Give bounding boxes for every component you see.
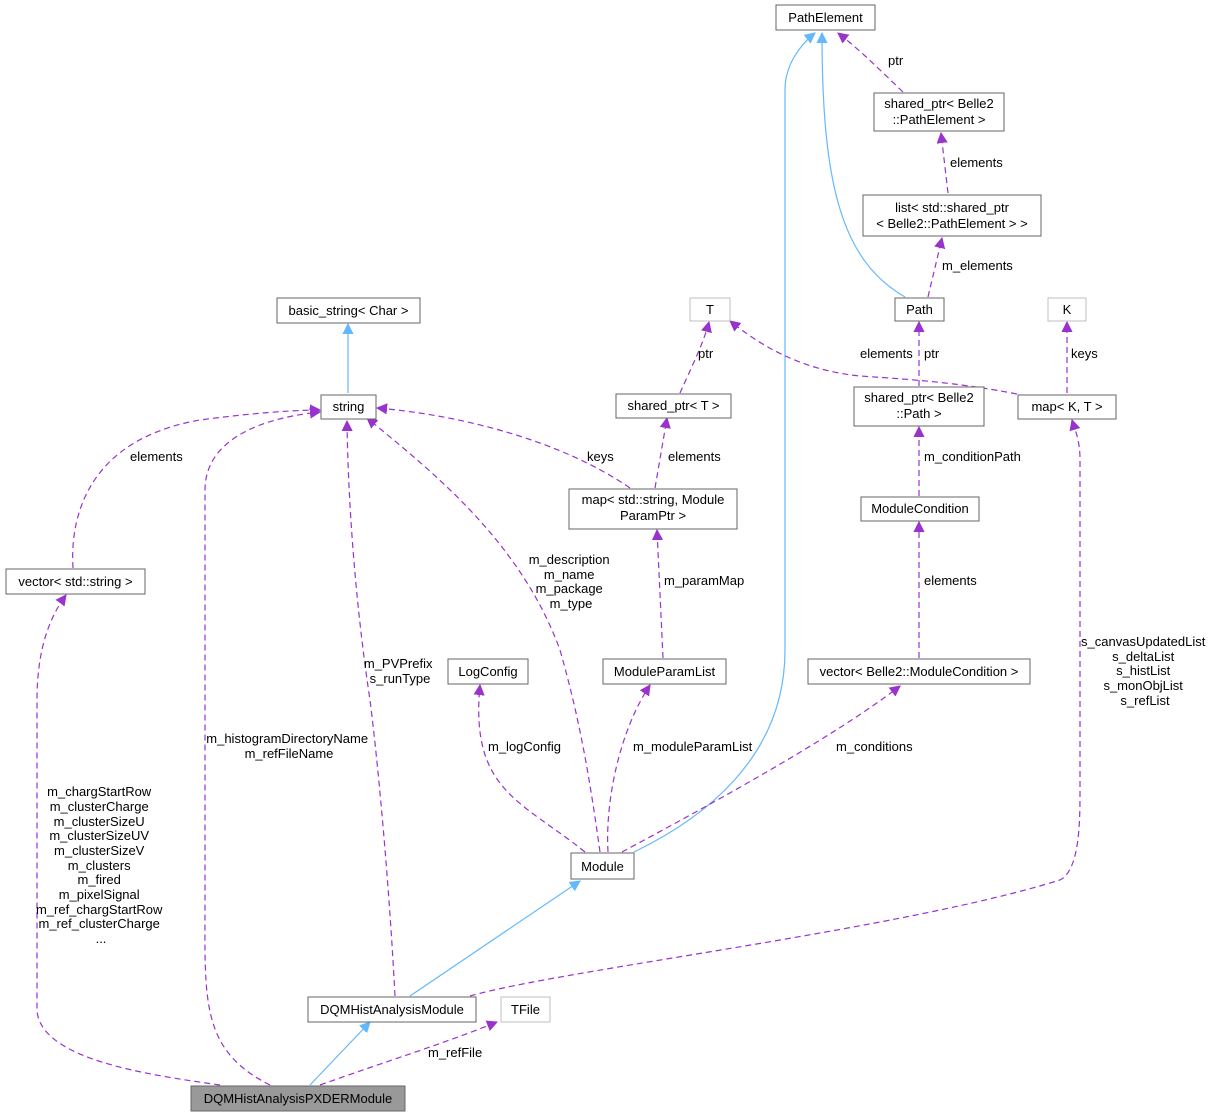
edge-dqm-to-module [409, 881, 580, 997]
svg-text:shared_ptr< Belle2::PathElemen: shared_ptr< Belle2::PathElement > [884, 96, 994, 127]
svg-text:string: string [333, 399, 365, 414]
edge-label-m-module-param-list: m_moduleParamList [633, 739, 753, 754]
edge-label-ptr-t: ptr [698, 346, 714, 361]
edge-module-to-path-element [633, 33, 815, 853]
svg-text:vector< Belle2::ModuleConditio: vector< Belle2::ModuleCondition > [820, 664, 1019, 679]
edge-map-string-to-string [377, 408, 631, 489]
class-node-vector-module-condition[interactable]: vector< Belle2::ModuleCondition > [807, 658, 1031, 685]
edge-label-m-log-config: m_logConfig [488, 739, 561, 754]
class-node-shared-ptr-path[interactable]: shared_ptr< Belle2::Path > [853, 386, 985, 427]
svg-text:basic_string< Char >: basic_string< Char > [289, 303, 409, 318]
edge-label-ptr-path-element: ptr [888, 53, 904, 68]
edge-label-module-strings: m_description m_name m_package m_type [529, 552, 614, 611]
edge-label-elements-module-condition: elements [924, 573, 977, 588]
edge-label-ptr-path: ptr [924, 346, 940, 361]
edge-label-keys-k: keys [1071, 346, 1098, 361]
class-node-vector-string[interactable]: vector< std::string > [5, 568, 146, 595]
edge-path-to-list [927, 238, 942, 298]
edge-layer [36, 33, 1081, 1086]
svg-text:ModuleParamList: ModuleParamList [614, 664, 716, 679]
class-node-module[interactable]: Module [570, 852, 635, 880]
edge-dqm-to-string [347, 421, 396, 997]
edge-label-elements-vector-string: elements [130, 449, 183, 464]
edge-label-keys-map-string: keys [587, 449, 614, 464]
edge-label-pv-prefix: m_PVPrefix s_runType [364, 656, 436, 686]
svg-text:Module: Module [581, 859, 624, 874]
svg-text:vector< std::string >: vector< std::string > [18, 574, 132, 589]
class-node-dqm-hist-analysis-module[interactable]: DQMHistAnalysisModule [307, 996, 477, 1023]
edge-module-param-list-to-map-string [657, 530, 664, 659]
class-node-dqm-hist-analysis-pxder-module[interactable]: DQMHistAnalysisPXDERModule [190, 1085, 406, 1112]
svg-text:ModuleCondition: ModuleCondition [871, 501, 969, 516]
class-node-shared-ptr-t[interactable]: shared_ptr< T > [615, 393, 732, 419]
svg-text:shared_ptr< T >: shared_ptr< T > [627, 398, 719, 413]
svg-text:shared_ptr< Belle2::Path >: shared_ptr< Belle2::Path > [864, 390, 974, 421]
svg-text:DQMHistAnalysisModule: DQMHistAnalysisModule [320, 1002, 464, 1017]
edge-label-layer: ptr elements m_elements ptr elements ptr… [36, 53, 1209, 1060]
class-node-log-config[interactable]: LogConfig [447, 658, 529, 685]
edge-label-elements-list: elements [950, 155, 1003, 170]
svg-text:PathElement: PathElement [788, 10, 863, 25]
edge-pxder-to-vector-string [36, 595, 221, 1086]
edge-label-elements-t-map: elements [860, 346, 913, 361]
edge-shared-ptr-to-path-element [838, 33, 904, 93]
edge-label-m-condition-path: m_conditionPath [924, 449, 1021, 464]
edge-vector-string-to-string [72, 410, 320, 569]
class-node-shared-ptr-path-element[interactable]: shared_ptr< Belle2::PathElement > [873, 92, 1005, 132]
edge-map-string-to-shared-ptr-t [654, 418, 667, 489]
svg-text:K: K [1063, 302, 1072, 317]
class-node-basic-string[interactable]: basic_string< Char > [276, 297, 421, 324]
svg-text:list< std::shared_ptr< Belle2:: list< std::shared_ptr< Belle2::PathEleme… [876, 200, 1027, 231]
class-node-tfile[interactable]: TFile [500, 996, 551, 1023]
edge-label-m-elements: m_elements [942, 258, 1013, 273]
class-node-list-shared-ptr[interactable]: list< std::shared_ptr< Belle2::PathEleme… [862, 194, 1042, 237]
edge-module-to-vector-condition [621, 686, 900, 853]
class-node-module-param-list[interactable]: ModuleParamList [602, 658, 727, 685]
edge-label-canvas-lists: s_canvasUpdatedList s_deltaList s_histLi… [1081, 634, 1209, 708]
class-node-t[interactable]: T [689, 297, 731, 322]
edge-pxder-to-string [204, 412, 320, 1086]
edge-label-m-ref-file: m_refFile [428, 1045, 482, 1060]
edge-list-to-shared-ptr-path-element [941, 133, 949, 194]
class-node-path-element[interactable]: PathElement [775, 4, 876, 31]
edge-label-pxder-vectors: m_chargStartRow m_clusterCharge m_cluste… [36, 784, 166, 946]
edge-pxder-to-dqm [309, 1022, 370, 1086]
svg-text:DQMHistAnalysisPXDERModule: DQMHistAnalysisPXDERModule [204, 1091, 393, 1106]
edge-label-elements-shared-ptr-t: elements [668, 449, 721, 464]
edge-label-m-param-map: m_paramMap [664, 573, 744, 588]
class-node-module-condition[interactable]: ModuleCondition [860, 496, 980, 522]
edge-pxder-to-tfile [319, 1022, 497, 1086]
class-node-path[interactable]: Path [894, 297, 945, 322]
edge-dqm-to-map-k-t [469, 420, 1081, 997]
edge-label-m-conditions: m_conditions [836, 739, 913, 754]
node-layer: PathElement shared_ptr< Belle2::PathElem… [5, 4, 1117, 1112]
edge-label-histogram-dir: m_histogramDirectoryName m_refFileName [206, 731, 371, 761]
edge-module-to-log-config [479, 685, 586, 853]
edge-path-to-path-element [822, 33, 906, 298]
class-node-map-k-t[interactable]: map< K, T > [1017, 394, 1117, 420]
svg-text:map< K, T >: map< K, T > [1031, 399, 1102, 414]
edge-module-to-string [367, 418, 601, 853]
svg-text:TFile: TFile [511, 1002, 540, 1017]
edge-module-to-module-param-list [607, 685, 650, 853]
class-node-string[interactable]: string [320, 394, 377, 420]
svg-text:Path: Path [906, 302, 933, 317]
svg-text:T: T [706, 302, 714, 317]
class-node-k[interactable]: K [1047, 297, 1087, 322]
edge-map-k-t-to-t [730, 321, 1018, 395]
svg-text:LogConfig: LogConfig [458, 664, 517, 679]
